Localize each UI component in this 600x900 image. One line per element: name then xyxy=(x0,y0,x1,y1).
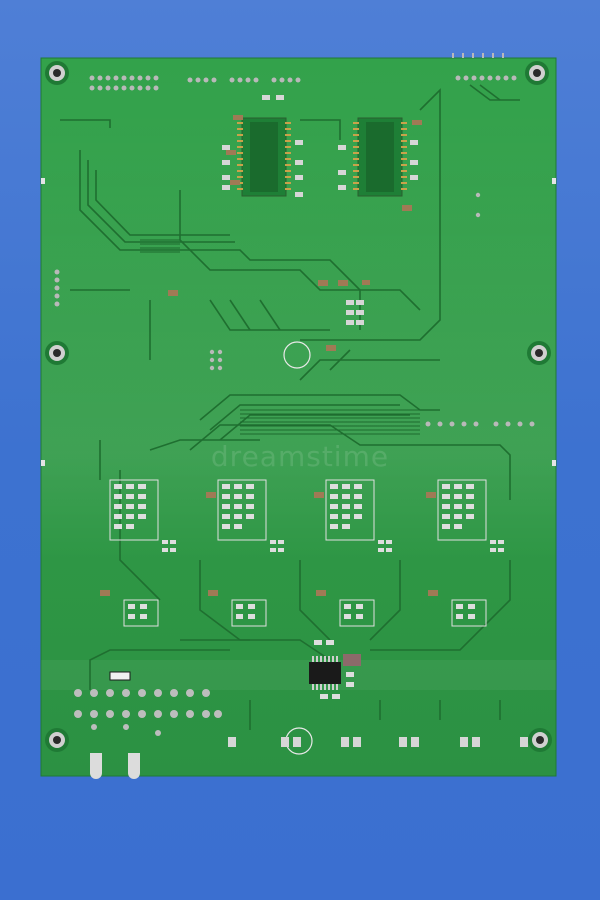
channel-circuits xyxy=(100,479,504,627)
mounting-hole xyxy=(525,61,549,85)
mounting-hole xyxy=(45,341,69,365)
trace-bus xyxy=(140,239,420,435)
channel-1 xyxy=(100,479,176,627)
mounting-hole xyxy=(527,341,551,365)
pcb-board xyxy=(40,57,557,777)
edge-tabs xyxy=(90,753,140,779)
channel-2 xyxy=(206,479,284,627)
edge-notches xyxy=(41,178,556,466)
header-pins-top xyxy=(89,53,517,91)
memory-chip-right xyxy=(353,117,407,197)
mounting-hole xyxy=(528,728,552,752)
mounting-hole xyxy=(45,61,69,85)
mounting-hole xyxy=(45,728,69,752)
smd-components-upper xyxy=(168,95,422,351)
mounting-holes xyxy=(45,61,552,752)
side-pins xyxy=(54,192,535,427)
traces xyxy=(60,84,520,730)
soic-chip xyxy=(309,640,361,699)
channel-3 xyxy=(314,479,392,627)
bottom-pin-grid xyxy=(74,689,222,736)
memory-chip-left xyxy=(237,117,291,197)
bottom-smd-pads xyxy=(109,671,528,747)
channel-4 xyxy=(426,479,504,627)
